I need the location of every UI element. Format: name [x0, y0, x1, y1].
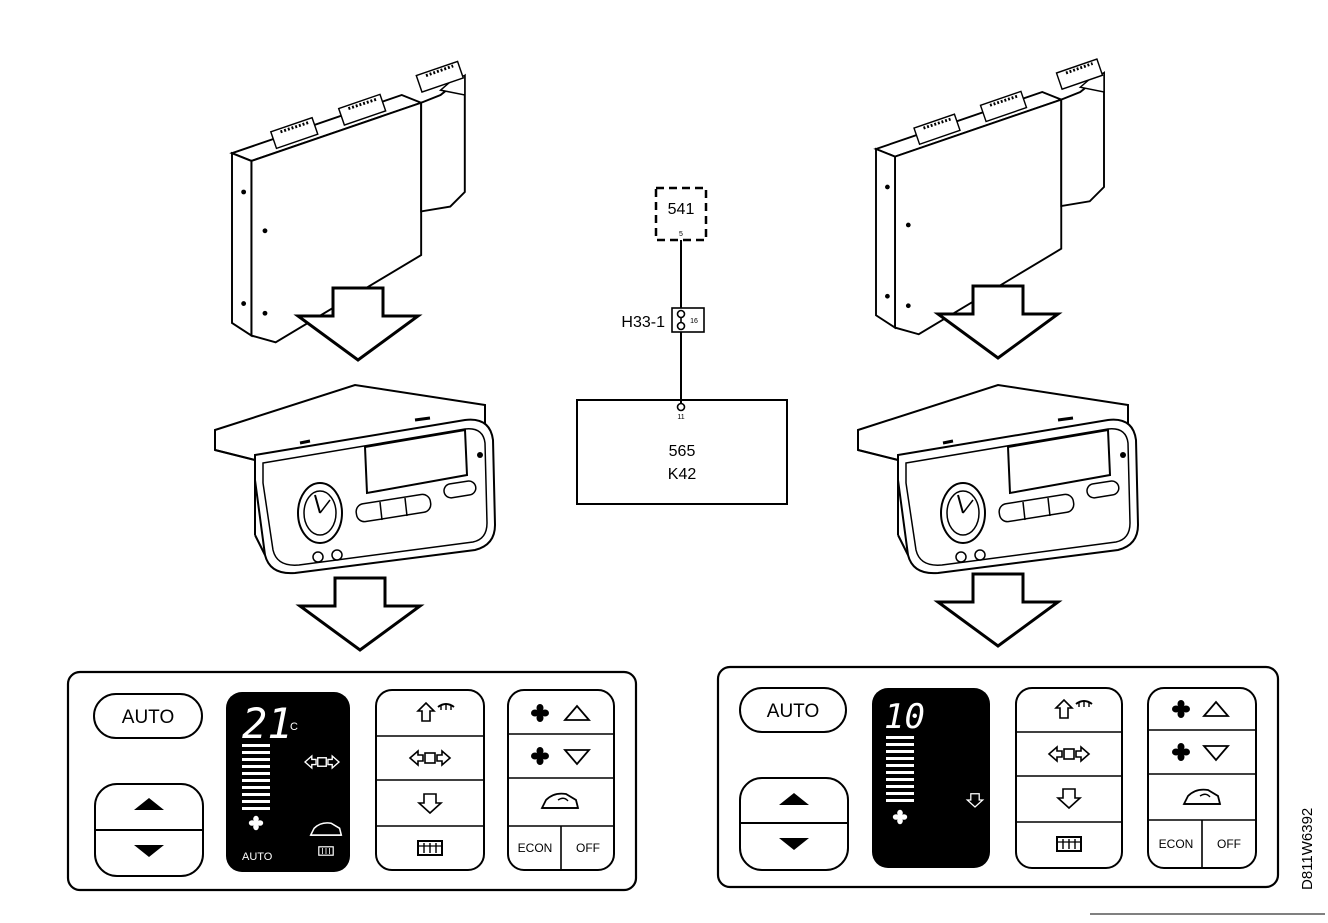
left-econ-button[interactable]: ECON — [518, 841, 553, 855]
wiring-schematic: 541 5 16 H33-1 11 565 K42 — [576, 186, 788, 505]
right-arrow-down-icon-2 — [936, 572, 1060, 648]
right-auto-label: AUTO — [767, 701, 819, 722]
left-temp-unit: C — [290, 721, 298, 733]
left-fan-group: ECON OFF — [507, 689, 615, 871]
left-control-panel: AUTO 21 C — [66, 670, 638, 892]
right-fan-group: ECON OFF — [1147, 687, 1257, 869]
right-rear-defrost-button[interactable] — [1056, 836, 1082, 852]
left-temp-rocker[interactable] — [94, 783, 204, 877]
schematic-connector — [671, 307, 705, 333]
right-climate-head-unit-icon — [856, 383, 1140, 575]
right-display-floor-icon — [965, 793, 985, 808]
right-air-distribution-group — [1015, 687, 1123, 869]
schematic-top-box — [654, 186, 708, 242]
left-arrow-down-icon-2 — [298, 576, 422, 652]
left-display-recirc-icon — [309, 822, 343, 836]
left-auto-label: AUTO — [122, 707, 174, 728]
left-temp-readout: 21 — [242, 699, 293, 748]
schematic-connector-pin: 16 — [690, 318, 698, 325]
triangle-down-icon[interactable] — [134, 845, 164, 857]
right-econ-button[interactable]: ECON — [1159, 837, 1194, 851]
left-display-fan-icon — [248, 815, 264, 831]
left-air-vent-button[interactable] — [409, 750, 451, 766]
left-fan-up-button[interactable] — [531, 704, 591, 722]
schematic-top-box-pin: 5 — [679, 231, 683, 238]
right-fan-level-bars — [886, 736, 914, 802]
right-fan-up-button[interactable] — [1172, 700, 1230, 718]
triangle-down-icon[interactable] — [779, 838, 809, 850]
right-fan-down-button[interactable] — [1172, 743, 1230, 762]
right-auto-button[interactable]: AUTO — [739, 687, 847, 733]
left-display: 21 C — [226, 692, 350, 872]
right-temp-rocker[interactable] — [739, 777, 849, 871]
right-display: 10 — [872, 688, 990, 868]
left-rear-defrost-button[interactable] — [417, 840, 443, 856]
right-display-fan-icon — [892, 809, 908, 825]
left-display-vent-icon — [303, 754, 341, 770]
left-air-distribution-group — [375, 689, 485, 871]
left-off-button[interactable]: OFF — [576, 841, 600, 855]
left-display-mode-label: AUTO — [242, 851, 273, 863]
right-off-button[interactable]: OFF — [1217, 837, 1241, 851]
left-fan-down-button[interactable] — [531, 747, 591, 766]
left-climate-head-unit-icon — [213, 383, 497, 575]
left-fan-level-bars — [242, 744, 270, 810]
schematic-connector-label: H33-1 — [621, 314, 665, 331]
schematic-bottom-box-line1: 565 — [669, 443, 696, 460]
left-auto-button[interactable]: AUTO — [93, 693, 203, 739]
schematic-bottom-box — [576, 399, 788, 505]
schematic-top-box-label: 541 — [668, 201, 695, 218]
right-temp-readout: 10 — [884, 697, 925, 737]
left-display-rear-defrost-icon — [318, 846, 334, 856]
schematic-bottom-box-pin: 11 — [677, 414, 684, 421]
right-air-vent-button[interactable] — [1048, 746, 1090, 762]
triangle-up-icon[interactable] — [779, 793, 809, 805]
schematic-bottom-box-line2: K42 — [668, 466, 697, 483]
triangle-up-icon[interactable] — [134, 798, 164, 810]
figure-reference-code: D811W6392 — [1299, 808, 1316, 890]
right-control-panel: AUTO 10 — [716, 665, 1280, 889]
